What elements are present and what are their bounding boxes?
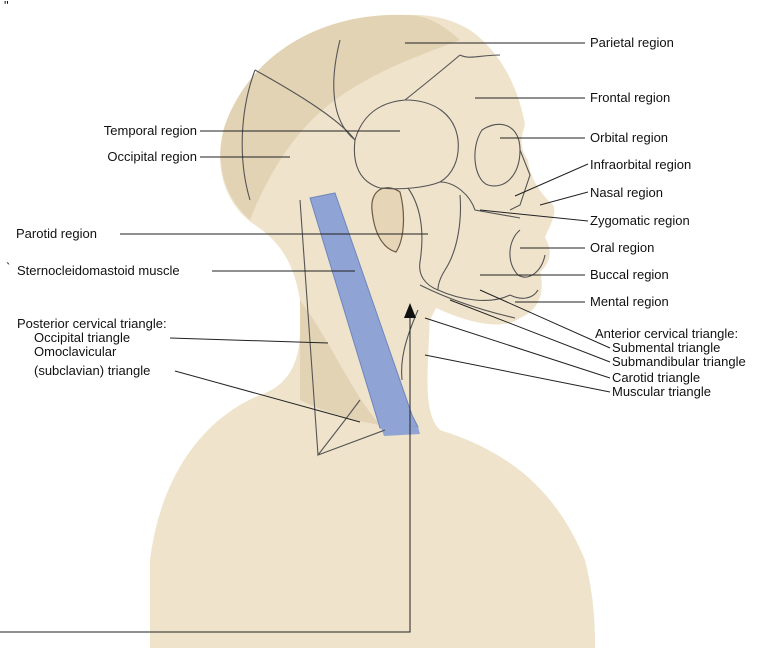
label-buccal-region: Buccal region [590, 267, 669, 282]
label-sternocleidomastoid-muscle: Sternocleidomastoid muscle [17, 263, 180, 278]
left-labels: Temporal region Occipital region Parotid… [16, 123, 197, 378]
label-occipital-triangle: Occipital triangle [34, 330, 130, 345]
label-posterior-cervical-triangle: Posterior cervical triangle: [17, 316, 167, 331]
label-oral-region: Oral region [590, 240, 654, 255]
label-infraorbital-region: Infraorbital region [590, 157, 691, 172]
right-labels: Parietal region Frontal region Orbital r… [590, 35, 746, 399]
label-submental-triangle: Submental triangle [612, 340, 720, 355]
label-orbital-region: Orbital region [590, 130, 668, 145]
label-subclavian-triangle: (subclavian) triangle [34, 363, 150, 378]
corner-mark: " [4, 0, 9, 13]
label-nasal-region: Nasal region [590, 185, 663, 200]
left-edge-mark: ` [6, 260, 10, 275]
label-muscular-triangle: Muscular triangle [612, 384, 711, 399]
label-parietal-region: Parietal region [590, 35, 674, 50]
label-carotid-triangle: Carotid triangle [612, 370, 700, 385]
label-anterior-cervical-triangle: Anterior cervical triangle: [595, 326, 738, 341]
label-mental-region: Mental region [590, 294, 669, 309]
label-zygomatic-region: Zygomatic region [590, 213, 690, 228]
label-occipital-region: Occipital region [107, 149, 197, 164]
head-illustration [150, 15, 595, 648]
label-frontal-region: Frontal region [590, 90, 670, 105]
label-temporal-region: Temporal region [104, 123, 197, 138]
label-parotid-region: Parotid region [16, 226, 97, 241]
label-omoclavicular: Omoclavicular [34, 344, 117, 359]
label-submandibular-triangle: Submandibular triangle [612, 354, 746, 369]
